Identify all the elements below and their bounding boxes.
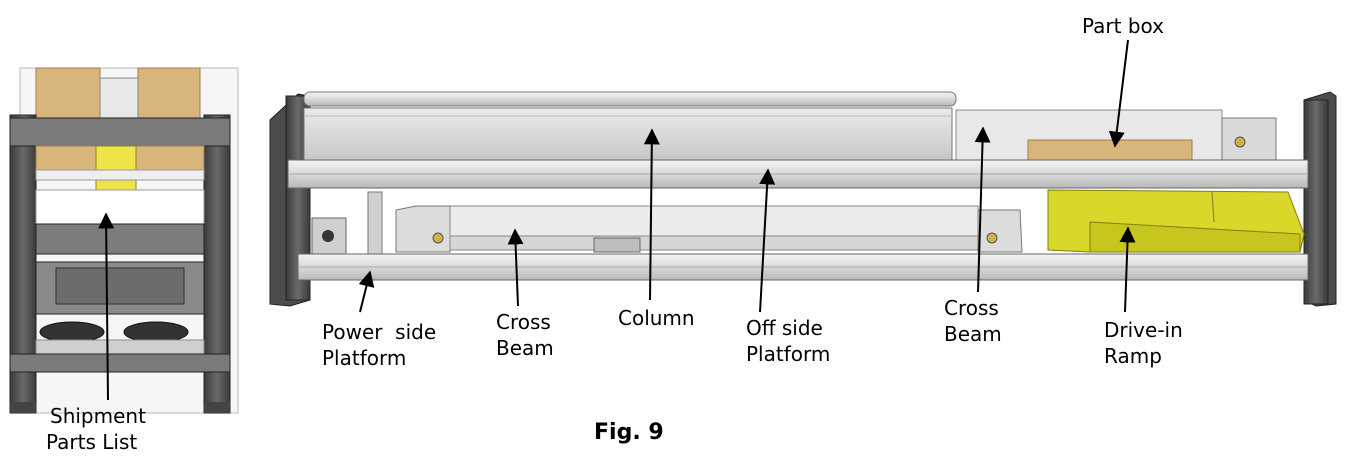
label-cross-beam-left-line2: Beam bbox=[496, 336, 554, 360]
label-drive-in-line2: Ramp bbox=[1104, 344, 1162, 368]
arrow-drive-in-ramp bbox=[1119, 226, 1136, 313]
arrow-column bbox=[643, 128, 660, 301]
label-cross-beam-left-line1: Cross bbox=[496, 310, 551, 334]
label-part-box: Part box bbox=[1082, 14, 1164, 38]
label-cross-beam-right-line2: Beam bbox=[944, 322, 1002, 346]
main-view bbox=[269, 91, 1337, 307]
label-power-side-line1: Power side bbox=[322, 320, 437, 344]
label-cross-beam-right-line1: Cross bbox=[944, 296, 999, 320]
end-view bbox=[9, 67, 239, 414]
label-off-side-line1: Off side bbox=[746, 316, 823, 340]
label-shipment-line2: Parts List bbox=[46, 430, 138, 454]
label-drive-in-line1: Drive-in bbox=[1104, 318, 1183, 342]
label-column: Column bbox=[618, 306, 695, 330]
arrow-cross-beam-right bbox=[974, 126, 991, 293]
arrow-power-side-platform bbox=[358, 270, 375, 313]
arrow-shipment-parts-list bbox=[98, 212, 115, 401]
label-shipment-line1: Shipment bbox=[50, 404, 146, 428]
leader-arrows bbox=[98, 39, 1136, 401]
figure-caption: Fig. 9 bbox=[594, 420, 664, 445]
arrow-part-box bbox=[1108, 39, 1129, 148]
label-power-side-line2: Platform bbox=[322, 346, 407, 370]
arrow-off-side-platform bbox=[759, 168, 776, 313]
label-off-side-line2: Platform bbox=[746, 342, 831, 366]
arrow-cross-beam-left bbox=[507, 228, 524, 307]
